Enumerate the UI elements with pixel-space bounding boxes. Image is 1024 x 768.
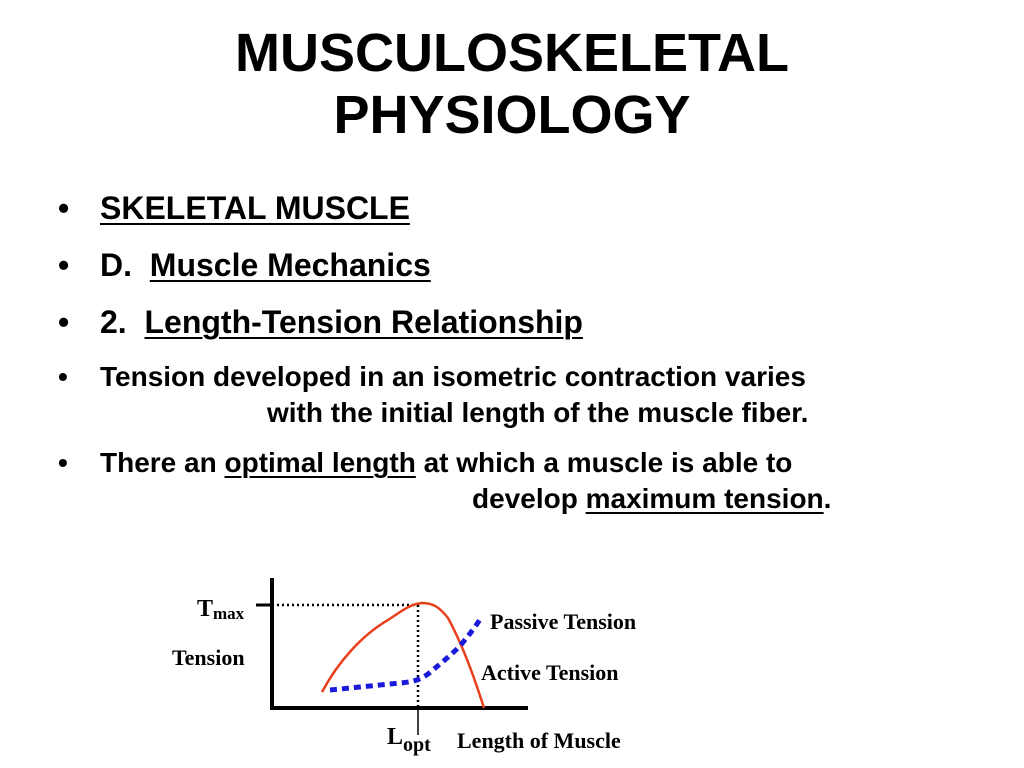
active-tension-label: Active Tension <box>481 660 619 685</box>
topic-prefix: 2. <box>100 304 127 340</box>
bullet-item: • SKELETAL MUSCLE <box>58 188 998 228</box>
text-span: . <box>823 483 832 514</box>
subsection-prefix: D. <box>100 247 132 283</box>
bullet-dot: • <box>58 190 70 226</box>
active-tension-curve <box>320 601 486 709</box>
x-axis-label: Length of Muscle <box>457 728 621 753</box>
bullet-text-line: with the initial length of the muscle fi… <box>267 397 809 428</box>
tmax-label: Tmax <box>197 596 245 623</box>
bullet-item: • 2. Length-Tension Relationship <box>58 302 998 342</box>
bullet-text-line: develop maximum tension. <box>100 481 998 517</box>
passive-tension-label: Passive Tension <box>490 609 636 634</box>
maximum-tension-term: maximum tension <box>585 483 824 514</box>
slide-title: MUSCULOSKELETAL PHYSIOLOGY <box>0 22 1024 146</box>
bullet-dot: • <box>58 304 70 340</box>
tmax-subscript: max <box>213 604 245 623</box>
bullet-dot: • <box>58 361 68 392</box>
bullet-list: • SKELETAL MUSCLE • D. Muscle Mechanics … <box>58 188 998 531</box>
bullet-item: • There an optimal length at which a mus… <box>58 445 998 517</box>
text-span: There an <box>100 447 225 478</box>
lopt-subscript: opt <box>403 734 431 756</box>
title-line-1: MUSCULOSKELETAL <box>235 23 789 83</box>
bullet-text-line: Tension developed in an isometric contra… <box>100 361 806 392</box>
topic-heading: Length-Tension Relationship <box>144 304 583 340</box>
lopt-label: Lopt <box>387 724 431 756</box>
tmax-main: T <box>197 596 213 622</box>
bullet-dot: • <box>58 247 70 283</box>
optimal-length-term: optimal length <box>224 447 416 478</box>
passive-tension-curve <box>329 614 485 693</box>
bullet-dot: • <box>58 447 68 478</box>
lopt-main: L <box>387 724 403 750</box>
subsection-heading: Muscle Mechanics <box>149 247 431 283</box>
section-heading: SKELETAL MUSCLE <box>100 190 410 226</box>
bullet-item: • Tension developed in an isometric cont… <box>58 359 998 431</box>
title-line-2: PHYSIOLOGY <box>333 85 691 145</box>
bullet-text-line: There an optimal length at which a muscl… <box>100 445 998 481</box>
text-span: develop <box>472 483 586 514</box>
y-axis-label: Tension <box>172 645 245 670</box>
bullet-item: • D. Muscle Mechanics <box>58 245 998 285</box>
text-span: at which a muscle is able to <box>415 447 793 478</box>
